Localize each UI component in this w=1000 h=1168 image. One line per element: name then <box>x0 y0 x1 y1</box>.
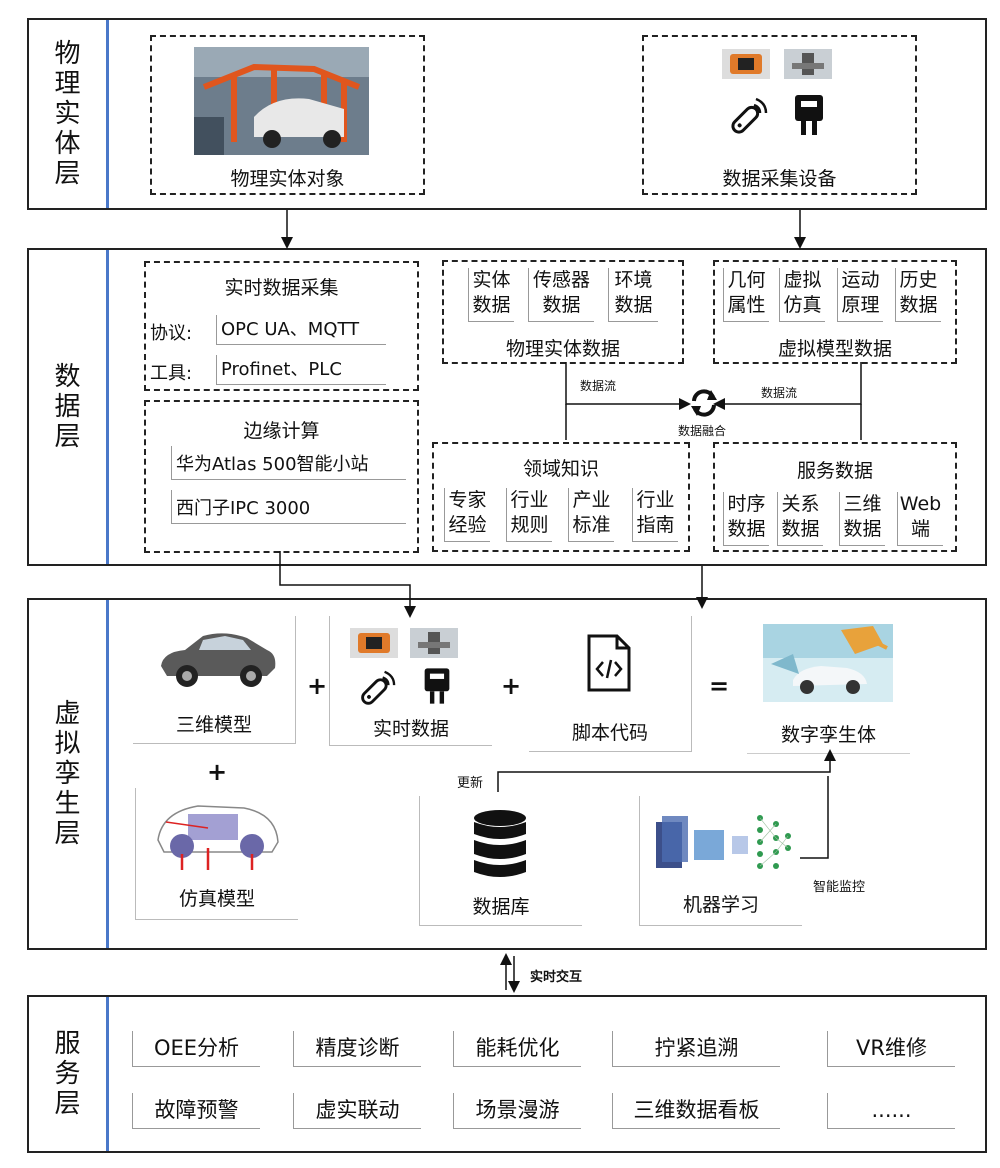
sensor-chip-icon <box>350 628 398 658</box>
realtime-collection-box: 实时数据采集 协议: OPC UA、MQTT 工具: Profinet、PLC <box>144 261 419 391</box>
physical-entity-caption: 物理实体对象 <box>230 168 345 190</box>
car-3d-image <box>161 633 276 687</box>
plug-sensor-icon <box>424 668 450 704</box>
data-fusion-label: 数据融合 <box>678 424 727 438</box>
time-series-cell: 时序数据 <box>723 492 769 546</box>
model-3d-caption: 三维模型 <box>175 714 252 736</box>
twin-layer-label: 虚拟孪生层 <box>54 699 81 849</box>
service-vr-maintenance: VR维修 <box>827 1031 955 1067</box>
edge-item-ipc: 西门子IPC 3000 <box>171 490 406 524</box>
tool-label: 工具: <box>150 363 193 384</box>
environment-data-cell: 环境数据 <box>608 268 658 322</box>
ml-card: 机器学习 <box>639 796 802 926</box>
car-factory-photo <box>194 47 369 155</box>
service-more: ...... <box>827 1093 955 1129</box>
service-layer-label: 服务层 <box>54 1029 81 1119</box>
layer-label: 虚拟孪生层 <box>29 600 109 948</box>
geometry-attr-cell: 几何属性 <box>723 268 769 322</box>
data-collection-box: 数据采集设备 <box>642 35 917 195</box>
domain-knowledge-title: 领域知识 <box>522 458 599 480</box>
realtime-collection-title: 实时数据采集 <box>224 277 339 299</box>
industry-guide-cell: 行业指南 <box>632 488 678 542</box>
physical-entity-box: 物理实体对象 <box>150 35 425 195</box>
3d-data-cell: 三维数据 <box>839 492 885 546</box>
sim-car-image <box>157 805 279 870</box>
database-icon <box>474 810 526 877</box>
virtual-model-data-box: 几何属性 虚拟仿真 运动原理 历史数据 虚拟模型数据 <box>713 260 957 364</box>
sim-model-card: 仿真模型 <box>135 788 298 920</box>
service-layer: 服务层 OEE分析 精度诊断 能耗优化 拧紧追溯 VR维修 故障预警 虚实联动 … <box>27 995 987 1153</box>
digital-twin-card: 数字孪生体 <box>747 624 910 754</box>
sim-model-caption: 仿真模型 <box>178 888 255 910</box>
edge-computing-box: 边缘计算 华为Atlas 500智能小站 西门子IPC 3000 <box>144 400 419 553</box>
history-data-cell: 历史数据 <box>895 268 941 322</box>
domain-knowledge-box: 领域知识 专家经验 行业规则 产业标准 行业指南 <box>432 442 690 552</box>
sensor-data-cell: 传感器数据 <box>528 268 594 322</box>
service-fault-warning: 故障预警 <box>132 1093 260 1129</box>
ml-caption: 机器学习 <box>682 894 759 916</box>
script-code-card: 脚本代码 <box>529 616 692 752</box>
sync-icon <box>691 389 717 417</box>
update-label: 更新 <box>457 776 484 791</box>
expert-experience-cell: 专家经验 <box>444 488 490 542</box>
virtual-model-data-title: 虚拟模型数据 <box>777 338 892 360</box>
realtime-interaction-label: 实时交互 <box>530 970 583 985</box>
realtime-data-caption: 实时数据 <box>372 718 449 740</box>
plus-sign-1: + <box>307 672 328 700</box>
edge-item-atlas: 华为Atlas 500智能小站 <box>171 446 406 480</box>
service-energy-optimization: 能耗优化 <box>453 1031 581 1067</box>
physical-entity-data-title: 物理实体数据 <box>505 338 620 360</box>
service-oee: OEE分析 <box>132 1031 260 1067</box>
protocol-label: 协议: <box>150 323 193 344</box>
data-flow-label-left: 数据流 <box>580 379 617 393</box>
database-card: 数据库 <box>419 796 582 926</box>
plus-sign-3: + <box>207 758 228 786</box>
plus-sign-2: + <box>501 672 522 700</box>
motion-principle-cell: 运动原理 <box>837 268 883 322</box>
device-photo-icon <box>410 628 458 658</box>
wireless-sensor-icon <box>361 670 396 705</box>
relation-data-cell: 关系数据 <box>777 492 823 546</box>
industry-standard-cell: 产业标准 <box>568 488 614 542</box>
realtime-data-card: 实时数据 <box>329 616 492 746</box>
physical-layer-label: 物理实体层 <box>54 39 81 189</box>
virtual-sim-cell: 虚拟仿真 <box>779 268 825 322</box>
physical-entity-data-box: 实体数据 传感器数据 环境数据 物理实体数据 <box>442 260 684 364</box>
device-photo-icon <box>784 49 832 79</box>
service-tightening-trace: 拧紧追溯 <box>612 1031 780 1067</box>
data-layer: 数据层 实时数据采集 协议: OPC UA、MQTT 工具: Profinet、… <box>27 248 987 566</box>
sensor-chip-icon <box>722 49 770 79</box>
physical-entity-layer: 物理实体层 物理实体对象 <box>27 18 987 210</box>
tool-value: Profinet、PLC <box>216 355 386 385</box>
plug-sensor-icon <box>795 95 823 135</box>
database-caption: 数据库 <box>472 896 530 918</box>
code-file-icon <box>587 634 631 692</box>
service-data-title: 服务数据 <box>796 460 873 482</box>
edge-computing-title: 边缘计算 <box>243 420 320 442</box>
model-3d-card: 三维模型 <box>133 616 296 744</box>
service-precision-diagnosis: 精度诊断 <box>293 1031 421 1067</box>
digital-twin-image <box>763 624 893 702</box>
industry-rules-cell: 行业规则 <box>506 488 552 542</box>
web-cell: Web端 <box>897 492 943 546</box>
entity-data-cell: 实体数据 <box>468 268 514 322</box>
layer-label: 数据层 <box>29 250 109 564</box>
data-flow-label-right: 数据流 <box>761 386 798 400</box>
protocol-value: OPC UA、MQTT <box>216 315 386 345</box>
service-3d-dashboard: 三维数据看板 <box>612 1093 780 1129</box>
layer-label: 服务层 <box>29 997 109 1151</box>
data-layer-label: 数据层 <box>54 362 81 452</box>
virtual-twin-layer: 虚拟孪生层 三维模型 + <box>27 598 987 950</box>
script-code-caption: 脚本代码 <box>571 722 648 744</box>
wireless-sensor-icon <box>731 97 768 134</box>
service-scene-roaming: 场景漫游 <box>453 1093 581 1129</box>
digital-twin-caption: 数字孪生体 <box>780 724 876 746</box>
layer-label: 物理实体层 <box>29 20 109 208</box>
service-data-box: 服务数据 时序数据 关系数据 三维数据 Web端 <box>713 442 957 552</box>
service-virtual-real-link: 虚实联动 <box>293 1093 421 1129</box>
equals-sign: = <box>709 672 730 700</box>
neural-network-image <box>656 815 791 869</box>
smart-monitor-label: 智能监控 <box>813 880 866 895</box>
data-collection-caption: 数据采集设备 <box>722 168 837 190</box>
